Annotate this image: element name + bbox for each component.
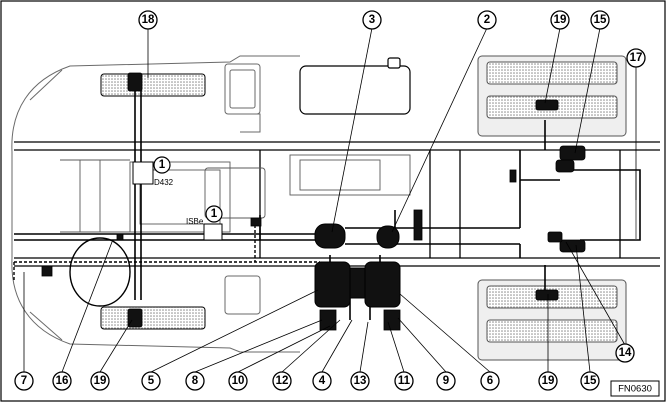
callout-marker-15-top <box>590 10 610 30</box>
brake-lines <box>14 80 641 320</box>
callout-number-9: 9 <box>443 375 449 387</box>
callout-marker-10 <box>228 371 248 391</box>
callout-marker-4 <box>312 371 332 391</box>
vehicle-outline <box>11 55 300 353</box>
callout-marker-19-left <box>90 371 110 391</box>
callout-number-19-top: 19 <box>554 14 567 26</box>
front-wheels <box>100 73 206 330</box>
callout-number-7: 7 <box>21 375 27 387</box>
callout-number-1b: 1 <box>211 208 218 220</box>
callout-marker-7 <box>14 371 34 391</box>
callout-number-15-top: 15 <box>594 14 607 26</box>
callout-number-19-left: 19 <box>94 375 107 387</box>
figure-code-box <box>610 380 660 397</box>
frame-rails <box>14 141 660 267</box>
callout-number-16: 16 <box>56 375 69 387</box>
rear-wheels <box>477 55 627 361</box>
callout-number-5: 5 <box>148 375 155 387</box>
callout-number-8: 8 <box>192 375 199 387</box>
callout-marker-15-bottom <box>580 371 600 391</box>
callout-number-1a: 1 <box>159 159 166 171</box>
callout-number-12: 12 <box>276 375 289 387</box>
control-lines <box>13 225 320 280</box>
callout-marker-1b <box>205 205 223 223</box>
callout-marker-19-right <box>538 371 558 391</box>
callout-marker-5 <box>141 371 161 391</box>
callout-marker-14 <box>615 343 635 363</box>
axle-loop <box>69 237 131 307</box>
callout-marker-2 <box>477 10 497 30</box>
callout-marker-19-top <box>550 10 570 30</box>
callout-number-10: 10 <box>232 375 245 387</box>
fuel-tank <box>299 57 411 115</box>
callout-marker-3 <box>362 10 382 30</box>
callout-number-15-bottom: 15 <box>584 375 597 387</box>
label-isbe: ISBe <box>186 217 204 226</box>
callout-marker-9 <box>436 371 456 391</box>
callout-number-13: 13 <box>354 375 367 387</box>
callout-marker-1a <box>153 156 171 174</box>
callout-marker-13 <box>350 371 370 391</box>
callout-marker-16 <box>52 371 72 391</box>
callout-number-14: 14 <box>619 347 632 359</box>
callout-number-19-right: 19 <box>542 375 555 387</box>
callout-marker-8 <box>185 371 205 391</box>
figure-code: FN0630 <box>618 384 652 395</box>
callout-marker-12 <box>272 371 292 391</box>
component-boxes <box>132 161 223 241</box>
callout-number-18: 18 <box>142 14 155 26</box>
callout-number-2: 2 <box>484 14 490 26</box>
callout-number-11: 11 <box>398 375 411 387</box>
callout-number-17: 17 <box>630 52 643 64</box>
callout-marker-18 <box>138 10 158 30</box>
label-d432: D432 <box>154 178 174 187</box>
callout-marker-17 <box>626 48 646 68</box>
callout-number-6: 6 <box>487 375 493 387</box>
callout-marker-11 <box>394 371 414 391</box>
callout-number-3: 3 <box>369 14 375 26</box>
leader-lines <box>23 27 626 373</box>
callout-number-4: 4 <box>319 375 326 387</box>
engine-block <box>60 154 411 233</box>
callout-marker-6 <box>480 371 500 391</box>
air-tanks <box>314 223 401 308</box>
